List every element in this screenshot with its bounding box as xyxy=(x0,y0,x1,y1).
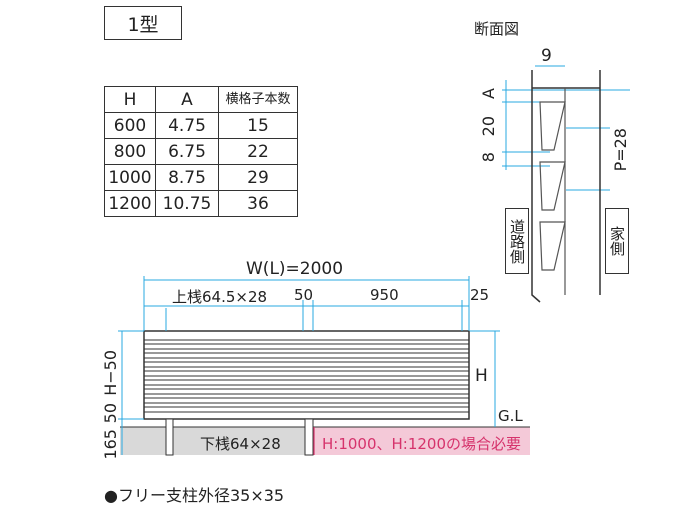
fence-slats xyxy=(144,339,469,413)
gl-label: G.L xyxy=(498,407,523,425)
cell-a: 6.75 xyxy=(155,138,219,165)
section-dim-a: A xyxy=(479,88,498,99)
dim-50: 50 xyxy=(294,286,314,304)
cell-a: 10.75 xyxy=(155,190,219,217)
cell-h: 1000 xyxy=(104,164,156,191)
cell-a: 8.75 xyxy=(155,164,219,191)
cell-count: 29 xyxy=(218,164,298,191)
warning-label: H:1000、H:1200の場合必要 xyxy=(322,435,522,453)
road-side-box: 道路側 xyxy=(505,208,529,274)
cell-h: 1200 xyxy=(104,190,156,217)
header-h: H xyxy=(104,86,156,113)
warning-area xyxy=(314,427,530,455)
table-row: 1000 8.75 29 xyxy=(104,164,298,191)
height-left-mid: 50 xyxy=(101,403,120,424)
house-side-box: 家側 xyxy=(605,208,629,274)
height-left-upper: H−50 xyxy=(101,350,120,396)
dim-25: 25 xyxy=(470,286,490,304)
top-rail-label: 上桟64.5×28 xyxy=(172,288,268,306)
section-drawing xyxy=(502,65,630,303)
height-left-lower: 165 xyxy=(101,429,120,460)
post-middle xyxy=(304,418,314,456)
section-dim-9: 9 xyxy=(541,46,552,66)
cell-h: 600 xyxy=(104,112,156,139)
header-count: 横格子本数 xyxy=(218,86,298,113)
section-pitch: P=28 xyxy=(611,128,630,172)
width-dimension: W(L)=2000 xyxy=(246,259,344,279)
section-dim-8: 8 xyxy=(479,152,498,163)
cell-count: 36 xyxy=(218,190,298,217)
dim-950: 950 xyxy=(370,286,399,304)
dimension-lines xyxy=(118,276,500,455)
section-title: 断面図 xyxy=(474,20,520,38)
height-right-label: H xyxy=(475,366,488,386)
type-label: 1型 xyxy=(104,6,182,40)
footnote: ●フリー支柱外径35×35 xyxy=(104,486,285,505)
table-row: 1200 10.75 36 xyxy=(104,190,298,217)
spec-table: H A 横格子本数 600 4.75 15 800 6.75 22 1000 8… xyxy=(104,86,298,217)
section-dim-20: 20 xyxy=(479,116,498,137)
post-left xyxy=(165,418,174,456)
table-header-row: H A 横格子本数 xyxy=(104,86,298,113)
table-row: 600 4.75 15 xyxy=(104,112,298,139)
cell-h: 800 xyxy=(104,138,156,165)
bottom-rail-label: 下桟64×28 xyxy=(200,435,281,453)
